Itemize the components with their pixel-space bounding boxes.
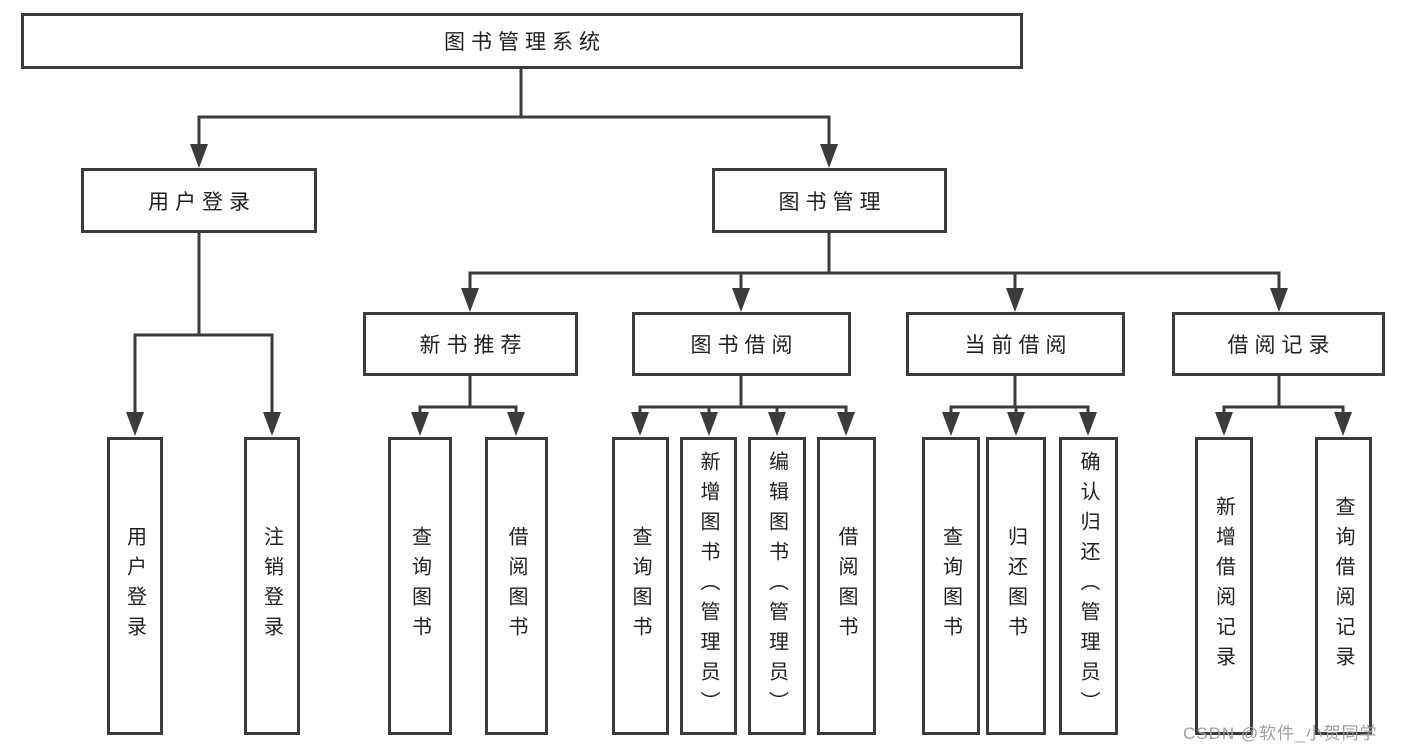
branch-node-book-management: 图书管理 [712,168,947,233]
leaf-node-query-borrow-record: 查询借阅记录 [1315,437,1372,735]
leaf-node-query-books-recommend: 查询图书 [388,437,452,735]
leaf-node-logout: 注销登录 [244,437,300,735]
leaf-node-query-books-borrow: 查询图书 [612,437,669,735]
leaf-node-add-books-admin: 新增图书（管理员） [680,437,737,735]
leaf-node-query-books-current: 查询图书 [922,437,980,735]
leaf-node-borrow-books: 借阅图书 [817,437,876,735]
leaf-node-borrow-books-recommend: 借阅图书 [485,437,548,735]
leaf-node-user-login: 用户登录 [107,437,163,735]
csdn-watermark: CSDN @软件_小贺同学 [1183,724,1378,743]
group-node-current-borrow: 当前借阅 [906,312,1125,376]
group-node-borrow-records: 借阅记录 [1172,312,1385,376]
leaf-node-edit-books-admin: 编辑图书（管理员） [748,437,806,735]
leaf-node-add-borrow-record: 新增借阅记录 [1195,437,1253,735]
group-node-book-borrow: 图书借阅 [632,312,851,376]
leaf-node-return-books: 归还图书 [986,437,1046,735]
branch-node-user-login: 用户登录 [81,168,317,233]
arrowhead-group [126,144,1352,436]
root-node-library-management-system: 图书管理系统 [21,13,1023,69]
group-node-new-book-recommend: 新书推荐 [363,312,578,376]
leaf-node-confirm-return-admin: 确认归还（管理员） [1059,437,1118,735]
